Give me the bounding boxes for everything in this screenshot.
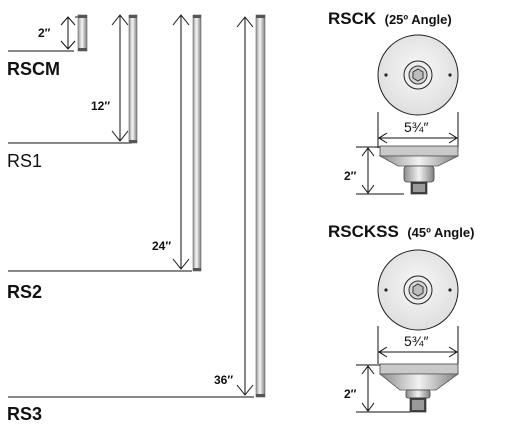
canopy-name-rsck: RSCK (328, 9, 377, 28)
dimension-arrow-rscm (60, 16, 78, 50)
canopy-title-rsckss: RSCKSS (45º Angle) (328, 222, 474, 241)
canopy-top-view-rsckss (377, 249, 459, 331)
dimension-label-rscm: 2″ (38, 26, 51, 40)
rod-body-rs1 (128, 14, 138, 144)
canopy-top-view-rsck (377, 34, 459, 116)
dimension-label-rs2: 24″ (152, 239, 171, 253)
rod-rscm: 2″ RSCM (7, 14, 88, 79)
canopy-side-view-rsck (378, 145, 459, 195)
canopy-angle-rsck: (25º Angle) (385, 12, 452, 27)
rod-body-rs3 (255, 14, 266, 398)
dimension-label-rs3: 36″ (214, 373, 233, 387)
rod-rs3: 36″ RS3 (7, 14, 266, 424)
rod-rs2: 24″ RS2 (7, 14, 202, 302)
dimension-arrow-rs2 (172, 14, 190, 270)
dimension-arrow-rs3 (236, 16, 254, 396)
rod-body-rscm (77, 14, 88, 52)
canopy-side-view-rsckss (378, 363, 460, 413)
height-label-rsckss: 2″ (344, 387, 357, 401)
canopy-angle-rsckss: (45º Angle) (407, 225, 474, 240)
canopy-name-rsckss: RSCKSS (328, 222, 399, 241)
rod-name-rs1: RS1 (7, 151, 42, 171)
canopy-rsckss: RSCKSS (45º Angle) 5¾″ (328, 222, 474, 413)
width-arrow-rsck (377, 112, 459, 148)
width-label-rsckss: 5¾″ (404, 333, 428, 349)
rod-name-rscm: RSCM (7, 59, 60, 79)
canopy-title-rsck: RSCK (25º Angle) (328, 9, 452, 28)
width-label-rsck: 5¾″ (404, 119, 428, 135)
rod-name-rs3: RS3 (7, 404, 42, 424)
canopy-rsck: RSCK (25º Angle) 5¾″ (328, 9, 459, 195)
dimension-label-rs1: 12″ (91, 99, 110, 113)
height-label-rsck: 2″ (344, 169, 357, 183)
rod-body-rs2 (192, 14, 202, 272)
dimension-arrow-rs1 (111, 14, 129, 142)
rod-rs1: 12″ RS1 (7, 14, 138, 171)
height-arrow-rsckss (356, 364, 410, 413)
height-arrow-rsck (356, 146, 404, 195)
width-arrow-rsckss (377, 326, 459, 364)
rod-name-rs2: RS2 (7, 282, 42, 302)
